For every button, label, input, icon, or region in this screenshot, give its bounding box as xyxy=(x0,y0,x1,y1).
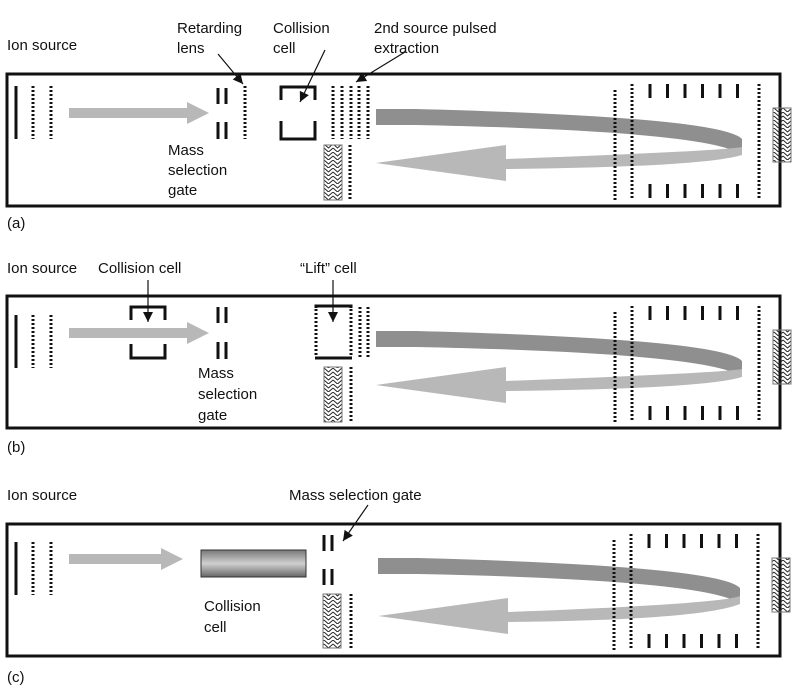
ion-trajectory-outgoing xyxy=(378,558,740,604)
retarding-lens-pointer-head xyxy=(232,73,243,84)
ion-trajectory-return xyxy=(376,367,742,403)
collision-cell-pointer-head xyxy=(299,90,309,102)
collision-cell-label: cell xyxy=(273,40,296,57)
panel-frame xyxy=(5,72,782,208)
panel-caption: (b) xyxy=(7,439,25,456)
panel-caption: (c) xyxy=(7,669,25,686)
ion-trajectory-outgoing xyxy=(376,331,742,377)
collision-cell-label: Collision xyxy=(204,598,261,615)
ion-trajectory-outgoing xyxy=(376,109,742,155)
retarding-lens-label: lens xyxy=(177,40,205,57)
mass-gate-label: selection xyxy=(198,386,257,403)
detector-linear xyxy=(322,593,342,649)
collision-cell-label: Collision xyxy=(273,20,330,37)
mass-gate-pointer-head xyxy=(343,529,353,541)
panel-caption: (a) xyxy=(7,215,25,232)
ion-beam xyxy=(69,548,183,570)
detector xyxy=(771,557,791,613)
ion-source-label: Ion source xyxy=(7,487,77,504)
ion-source-label: Ion source xyxy=(7,37,77,54)
mass-gate-label: gate xyxy=(168,182,197,199)
panel-frame xyxy=(5,294,782,430)
collision-cell-pointer-head xyxy=(143,312,153,322)
ion-trajectory-return xyxy=(376,145,742,181)
second-source-label: 2nd source pulsed xyxy=(374,20,497,37)
ion-trajectory-return xyxy=(378,596,740,634)
ion-source-label: Ion source xyxy=(7,260,77,277)
collision-cell xyxy=(279,85,317,141)
second-source-pointer-head xyxy=(356,72,368,82)
ion-beam xyxy=(69,102,209,124)
mass-gate-label: gate xyxy=(198,407,227,424)
ion-beam xyxy=(69,322,209,344)
lift-cell-label: “Lift” cell xyxy=(300,260,357,277)
detector-linear xyxy=(323,144,343,201)
mass-gate-label: selection xyxy=(168,162,227,179)
panel-a: Ion source Retarding lens Collision cell 2nd … xyxy=(5,20,792,232)
detector-linear xyxy=(323,366,343,423)
lift-cell-pointer-head xyxy=(328,312,338,322)
retarding-lens-label: Retarding xyxy=(177,20,242,37)
mass-gate-label: Mass xyxy=(168,142,204,159)
detector xyxy=(772,107,792,163)
second-source-label: extraction xyxy=(374,40,439,57)
panel-frame xyxy=(5,522,782,658)
detector xyxy=(772,329,792,385)
mass-gate-label: Mass selection gate xyxy=(289,487,422,504)
collision-cell-label: Collision cell xyxy=(98,260,181,277)
mass-gate-label: Mass xyxy=(198,365,234,382)
collision-cell-label: cell xyxy=(204,619,227,636)
collision-cell-cylinder xyxy=(200,549,307,578)
